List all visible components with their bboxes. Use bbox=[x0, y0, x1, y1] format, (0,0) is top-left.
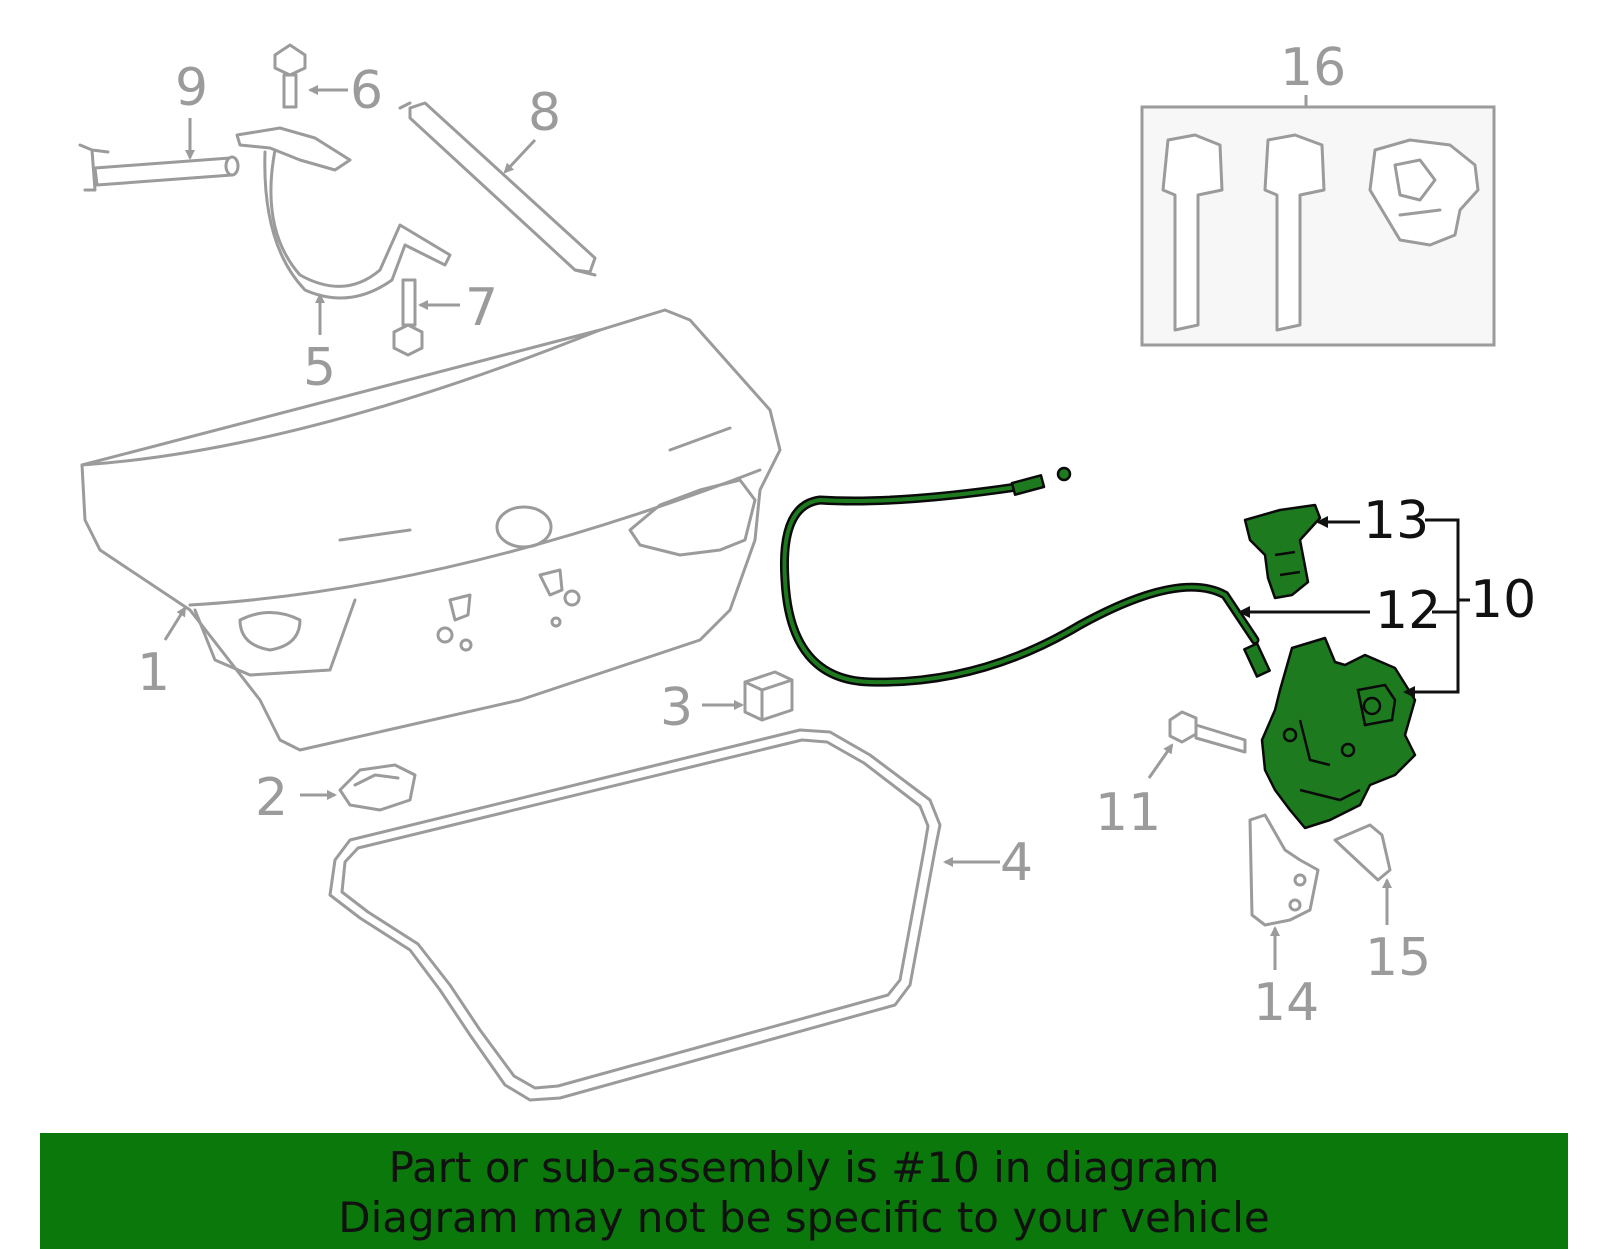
weatherstrip-part-4 bbox=[328, 728, 942, 1102]
rod-part-9 bbox=[78, 143, 240, 192]
callout-4: 4 bbox=[1000, 833, 1033, 893]
callout-10: 10 bbox=[1470, 570, 1536, 630]
callout-9: 9 bbox=[175, 58, 208, 118]
callout-13: 13 bbox=[1363, 491, 1429, 551]
callout-6: 6 bbox=[350, 61, 383, 121]
bolt-part-6 bbox=[273, 43, 307, 109]
banner-line-2: Diagram may not be specific to your vehi… bbox=[338, 1193, 1270, 1242]
callout-1: 1 bbox=[137, 643, 170, 703]
callout-5: 5 bbox=[303, 338, 336, 398]
hinge-part-5 bbox=[235, 126, 452, 300]
cushion-part-3 bbox=[743, 670, 794, 722]
banner-line-1: Part or sub-assembly is #10 in diagram bbox=[388, 1143, 1220, 1192]
bolt-part-7 bbox=[392, 278, 424, 357]
callout-16: 16 bbox=[1280, 38, 1346, 98]
callout-2: 2 bbox=[255, 768, 288, 828]
stopper-part-2 bbox=[338, 763, 417, 812]
screw-part-15 bbox=[1333, 823, 1392, 882]
bolt-part-11 bbox=[1168, 710, 1247, 754]
callout-14: 14 bbox=[1253, 973, 1319, 1033]
callout-11: 11 bbox=[1095, 783, 1161, 843]
support-rod-part-8 bbox=[398, 101, 597, 277]
callout-15: 15 bbox=[1365, 928, 1431, 988]
lock-assembly-part-10 bbox=[1260, 636, 1417, 830]
callout-12: 12 bbox=[1375, 581, 1441, 641]
info-banner: Part or sub-assembly is #10 in diagram D… bbox=[40, 1133, 1568, 1249]
callout-8: 8 bbox=[528, 83, 561, 143]
handle-part-13 bbox=[1243, 503, 1322, 600]
leader-lines bbox=[163, 85, 1470, 970]
callout-7: 7 bbox=[465, 278, 498, 338]
callout-3: 3 bbox=[660, 678, 693, 738]
trunk-lid-part-1 bbox=[80, 308, 782, 752]
kit-box-part-16 bbox=[1140, 105, 1496, 347]
bracket-part-14 bbox=[1248, 813, 1320, 927]
release-cable-part-12 bbox=[779, 466, 1271, 687]
